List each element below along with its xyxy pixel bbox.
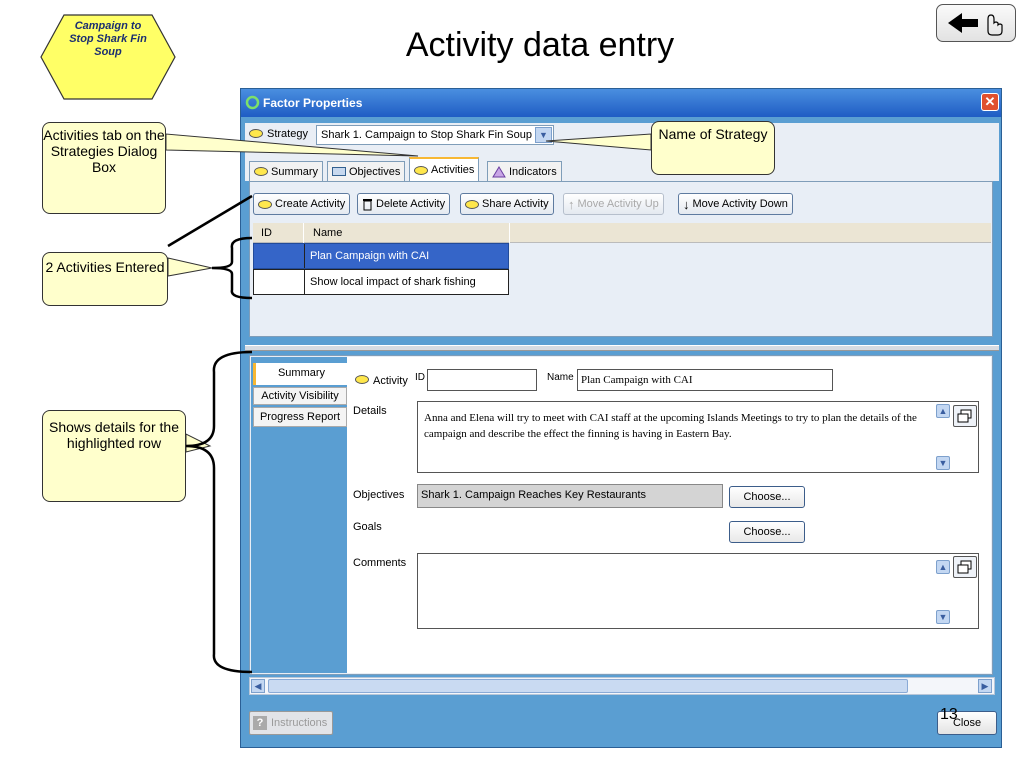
summary-oval-icon (254, 167, 268, 176)
callout-activities-tab: Activities tab on the Strategies Dialog … (42, 122, 166, 214)
close-window-button[interactable]: ✕ (981, 93, 999, 111)
indicators-triangle-icon (492, 165, 506, 177)
create-oval-icon (258, 199, 272, 209)
strategy-value: Shark 1. Campaign to Stop Shark Fin Soup (321, 129, 532, 141)
tab-label: Objectives (349, 165, 401, 178)
button-label: Create Activity (275, 198, 346, 210)
column-divider (303, 223, 304, 243)
window-icon (957, 409, 972, 423)
cell-divider (304, 244, 305, 268)
details-label: Details (353, 405, 387, 417)
scrollbar-thumb[interactable] (268, 679, 908, 693)
activity-label: Activity (373, 375, 408, 387)
slide-title: Activity data entry (405, 26, 675, 64)
strategy-row: Strategy Shark 1. Campaign to Stop Shark… (245, 123, 999, 151)
button-label: Delete Activity (376, 198, 446, 210)
choose-objectives-button[interactable]: Choose... (729, 486, 805, 508)
objectives-field: Shark 1. Campaign Reaches Key Restaurant… (417, 484, 723, 508)
splitter[interactable] (245, 345, 999, 351)
strategy-select[interactable]: Shark 1. Campaign to Stop Shark Fin Soup… (316, 125, 554, 145)
help-icon: ? (253, 716, 267, 730)
callout-shows-details: Shows details for the highlighted row (42, 410, 186, 502)
strategy-oval-icon (249, 129, 263, 138)
scroll-down-icon[interactable]: ▼ (936, 610, 950, 624)
arrow-down-icon: ↓ (683, 196, 690, 212)
trash-icon (363, 198, 372, 210)
row-name: Plan Campaign with CAI (310, 250, 430, 262)
tab-summary[interactable]: Summary (249, 161, 324, 181)
goals-label: Goals (353, 521, 382, 533)
name-input[interactable]: Plan Campaign with CAI (577, 369, 833, 391)
strategy-label: Strategy (267, 128, 308, 140)
side-tab-activity-visibility[interactable]: Activity Visibility (253, 387, 347, 405)
comments-textarea[interactable]: ▲ ▼ (417, 553, 979, 629)
callout-two-activities: 2 Activities Entered (42, 252, 168, 306)
tab-label: Activities (431, 164, 475, 176)
arrow-up-icon: ↑ (568, 196, 575, 212)
row-name: Show local impact of shark fishing (310, 276, 476, 288)
back-arrow-icon (948, 13, 1003, 36)
objectives-label: Objectives (353, 489, 405, 501)
scroll-right-icon[interactable]: ▶ (978, 679, 992, 693)
dialog-titlebar: Factor Properties ✕ (241, 89, 1001, 117)
delete-activity-button[interactable]: Delete Activity (357, 193, 451, 215)
table-header: ID Name (253, 223, 991, 243)
tab-indicators[interactable]: Indicators (487, 161, 562, 181)
button-label: Instructions (271, 717, 328, 729)
tab-label: Indicators (509, 165, 557, 178)
scroll-down-icon[interactable]: ▼ (936, 456, 950, 470)
instructions-button[interactable]: ? Instructions (249, 711, 333, 735)
factor-properties-dialog: Factor Properties ✕ Strategy Shark 1. Ca… (240, 88, 1002, 748)
strategy-hexagon (40, 14, 176, 100)
side-tab-summary[interactable]: Summary (253, 363, 347, 385)
id-input[interactable] (427, 369, 537, 391)
share-activity-button[interactable]: Share Activity (460, 193, 554, 215)
chevron-down-icon[interactable]: ▼ (535, 127, 552, 143)
move-activity-up-button[interactable]: ↑ Move Activity Up (563, 193, 664, 215)
comments-label: Comments (353, 557, 407, 569)
table-row[interactable]: Plan Campaign with CAI (253, 243, 509, 269)
column-header-name[interactable]: Name (313, 227, 343, 239)
activity-oval-icon (355, 375, 369, 384)
tab-label: Summary (271, 165, 319, 178)
tab-activities[interactable]: Activities (409, 157, 480, 181)
close-button[interactable]: Close (937, 711, 997, 735)
hexagon-label: Campaign to Stop Shark Fin Soup (69, 20, 147, 58)
move-activity-down-button[interactable]: ↓ Move Activity Down (678, 193, 793, 215)
scroll-up-icon[interactable]: ▲ (936, 404, 950, 418)
callout-name-of-strategy: Name of Strategy (651, 121, 775, 175)
activities-oval-icon (414, 165, 428, 175)
details-textarea[interactable]: Anna and Elena will try to meet with CAI… (417, 401, 979, 473)
button-label: Move Activity Up (577, 198, 659, 210)
table-row[interactable]: Show local impact of shark fishing (253, 269, 509, 295)
window-icon (957, 560, 972, 574)
page-number: 13 (940, 706, 958, 723)
share-oval-icon (465, 199, 479, 209)
column-divider (509, 223, 510, 243)
tab-objectives[interactable]: Objectives (327, 161, 406, 181)
back-button[interactable] (936, 4, 1016, 42)
dialog-title: Factor Properties (263, 96, 363, 110)
button-label: Share Activity (482, 198, 549, 210)
side-tab-progress-report[interactable]: Progress Report (253, 407, 347, 427)
cell-divider (304, 270, 305, 294)
choose-goals-button[interactable]: Choose... (729, 521, 805, 543)
expand-details-button[interactable] (953, 405, 977, 427)
create-activity-button[interactable]: Create Activity (253, 193, 351, 215)
name-label: Name (547, 372, 574, 383)
scroll-up-icon[interactable]: ▲ (936, 560, 950, 574)
button-label: Move Activity Down (692, 198, 788, 210)
refresh-icon (245, 95, 260, 110)
id-label: ID (415, 372, 425, 383)
details-text: Anna and Elena will try to meet with CAI… (424, 412, 917, 440)
column-header-id[interactable]: ID (261, 227, 272, 239)
scroll-left-icon[interactable]: ◀ (251, 679, 265, 693)
expand-comments-button[interactable] (953, 556, 977, 578)
horizontal-scrollbar[interactable]: ◀ ▶ (249, 677, 995, 695)
objectives-rect-icon (332, 167, 346, 176)
